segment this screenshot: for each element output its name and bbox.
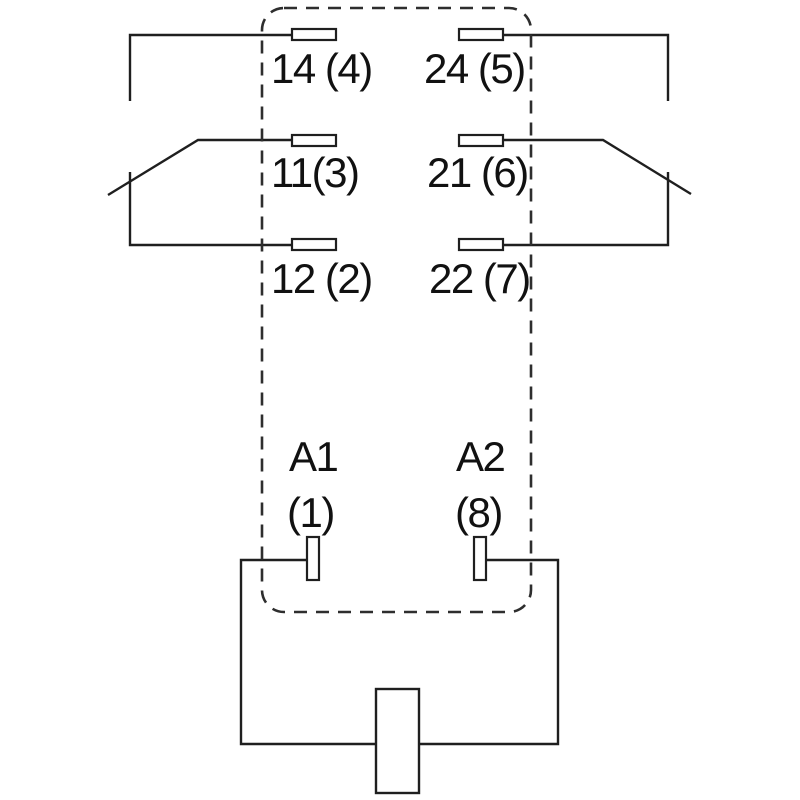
label-terminal-22: 22 (7) <box>429 255 531 302</box>
wire-nc-right <box>503 172 670 247</box>
terminal-pad-a1 <box>305 535 321 582</box>
label-terminal-24: 24 (5) <box>424 45 526 92</box>
label-coil-a2-pin: (8) <box>455 489 503 536</box>
label-terminal-14: 14 (4) <box>271 45 373 92</box>
label-coil-a1-pin: (1) <box>287 489 335 536</box>
terminal-pad-a2 <box>472 535 488 582</box>
wire-no-left <box>128 33 292 101</box>
wire-common-arm-right <box>503 138 692 196</box>
wire-no-right <box>503 33 670 101</box>
terminal-pad-12 <box>290 237 338 252</box>
terminal-pad-14 <box>290 27 338 42</box>
label-terminal-12: 12 (2) <box>271 255 373 302</box>
contact-terminal-pads <box>290 27 505 252</box>
wire-nc-left <box>128 172 292 247</box>
label-terminal-21: 21 (6) <box>427 149 529 196</box>
terminal-pad-24 <box>457 27 505 42</box>
relay-body-dashed-outline <box>260 6 533 614</box>
terminal-pad-21 <box>457 133 505 148</box>
label-coil-a1: A1 <box>289 433 339 480</box>
label-coil-a2: A2 <box>456 433 506 480</box>
left-pole-wiring <box>107 33 292 247</box>
bottom-mounting-tab <box>374 687 421 795</box>
wire-common-arm-left <box>107 138 292 197</box>
terminal-pad-22 <box>457 237 505 252</box>
right-pole-wiring <box>503 33 692 247</box>
label-terminal-11: 11(3) <box>271 149 360 196</box>
terminal-pad-11 <box>290 133 338 148</box>
coil-terminal-pads <box>305 535 488 582</box>
